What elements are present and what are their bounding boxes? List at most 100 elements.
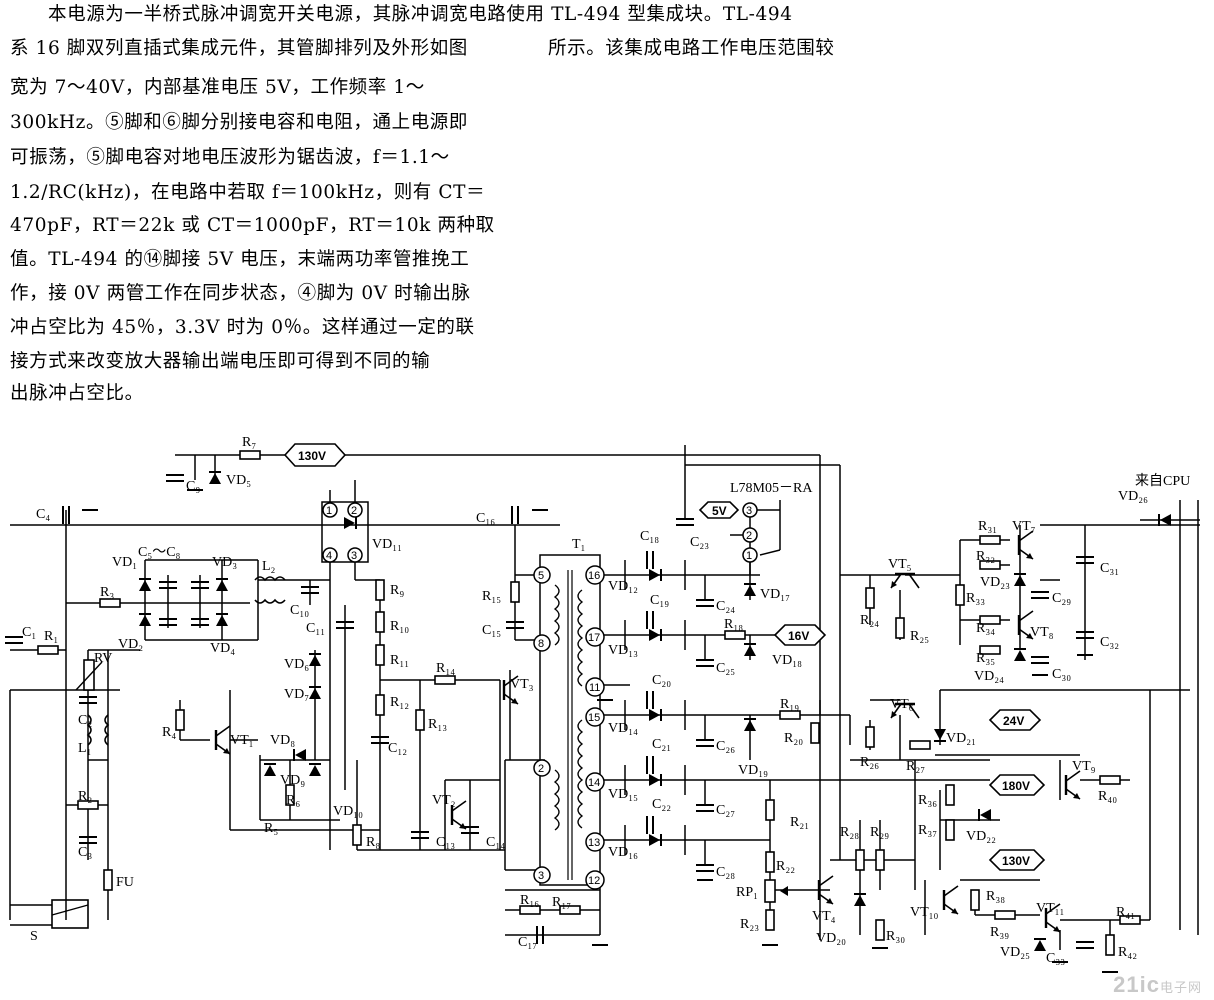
- text-line: 系 16 脚双列直插式集成元件，其管脚排列及外形如图: [10, 38, 468, 59]
- label-VT7: VT₇: [1012, 519, 1036, 534]
- label-R5: R₅: [264, 821, 278, 836]
- tag-180v: 180V: [1002, 779, 1030, 793]
- label-C31: C₃₁: [1100, 561, 1119, 576]
- label-R33: R₃₃: [966, 591, 985, 606]
- label-R29: R₂₉: [870, 825, 889, 840]
- label-R1: R₁: [44, 629, 58, 644]
- label-R14: R₁₄: [436, 661, 455, 676]
- t1-pin-5: 5: [538, 570, 544, 582]
- label-VD24: VD₂₄: [974, 669, 1004, 684]
- label-C22: C₂₂: [652, 797, 671, 812]
- reg-pin-3: 3: [746, 505, 752, 517]
- text-line: 1.2/RC(kHz)，在电路中若取 f＝100kHz，则有 CT＝: [10, 182, 486, 203]
- label-C15: C₁₅: [482, 623, 501, 638]
- ic-pins: 1 2 3 4 3 2 1 5 8 2 3 16 17 11 15 14 13 …: [322, 502, 758, 890]
- reg-pin-2: 2: [746, 530, 752, 542]
- label-R28: R₂₈: [840, 825, 859, 840]
- ic-pin-3: 3: [351, 550, 357, 562]
- label-C5C8: C₅～C₈: [138, 545, 181, 560]
- label-C1: C₁: [22, 625, 36, 640]
- label-R9: R₉: [390, 583, 404, 598]
- label-VD26: VD₂₆: [1118, 489, 1148, 504]
- t1-pin-8: 8: [538, 638, 544, 650]
- label-C9: C₉: [186, 479, 200, 494]
- label-C27: C₂₇: [716, 803, 735, 818]
- label-VD20: VD₂₀: [816, 931, 846, 946]
- t1-pin-12: 12: [588, 875, 600, 887]
- label-VD23: VD₂₃: [980, 575, 1010, 590]
- label-R16: R₁₆: [520, 893, 539, 908]
- label-VD8: VD₈: [270, 733, 295, 748]
- label-C2: C₂: [78, 713, 92, 728]
- ic-pin-2: 2: [351, 505, 357, 517]
- text-line: 470pF，RT＝22k 或 CT＝1000pF，RT＝10k 两种取: [10, 215, 495, 236]
- label-R30: R₃₀: [886, 929, 905, 944]
- label-R17: R₁₇: [552, 895, 571, 910]
- label-R15: R₁₅: [482, 589, 501, 604]
- wires: [9, 445, 1200, 955]
- label-VT10: VT₁₀: [910, 905, 939, 920]
- label-R7: R₇: [242, 435, 256, 450]
- label-R20: R₂₀: [784, 731, 803, 746]
- label-C11: C₁₁: [306, 621, 325, 636]
- label-C19: C₁₉: [650, 593, 669, 608]
- label-R22: R₂₂: [776, 859, 795, 874]
- label-VD25: VD₂₅: [1000, 945, 1030, 960]
- label-VT1: VT₁: [230, 733, 254, 748]
- label-C21: C₂₁: [652, 737, 671, 752]
- watermark-sub: 电子网: [1159, 980, 1202, 995]
- label-C20: C₂₀: [652, 673, 671, 688]
- label-R2: R₂: [78, 789, 92, 804]
- text-line: 本电源为一半桥式脉冲调宽开关电源，其脉冲调宽电路使用 TL-494 型集成块。T…: [48, 4, 793, 25]
- watermark-logo: 21ic电子网: [1113, 972, 1202, 998]
- text-line: 宽为 7～40V，内部基准电压 5V，工作频率 1～: [10, 77, 425, 98]
- label-VT5: VT₅: [888, 557, 912, 572]
- label-VD6: VD₆: [284, 657, 309, 672]
- ic-pin-4: 4: [326, 550, 332, 562]
- label-FU: FU: [116, 875, 134, 890]
- label-C33: C₃₃: [1046, 951, 1065, 966]
- label-VD2: VD₂: [118, 637, 143, 652]
- label-VD3: VD₃: [212, 555, 237, 570]
- label-C23: C₂₃: [690, 535, 709, 550]
- label-R10: R₁₀: [390, 619, 409, 634]
- label-VD11: VD₁₁: [372, 537, 402, 552]
- tag-130v-bottom: 130V: [1002, 854, 1030, 868]
- label-VT4: VT₄: [812, 909, 836, 924]
- text-line: 出脉冲占空比。: [10, 383, 144, 404]
- text-line: 接方式来改变放大器输出端电压即可得到不同的输: [10, 351, 431, 372]
- label-VD7: VD₇: [284, 687, 309, 702]
- voltage-tags: 130V 5V 16V 24V 180V 130V: [283, 443, 1046, 871]
- label-R19: R₁₉: [780, 697, 799, 712]
- label-C32: C₃₂: [1100, 635, 1119, 650]
- label-R18: R₁₈: [724, 617, 743, 632]
- label-R34: R₃₄: [976, 621, 995, 636]
- label-R8: R₈: [366, 835, 380, 850]
- label-R23: R₂₃: [740, 917, 759, 932]
- label-VT6: VT₆: [890, 697, 914, 712]
- label-C14: C₁₄: [486, 835, 505, 850]
- t1-pin-14: 14: [588, 777, 600, 789]
- label-R24: R₂₄: [860, 613, 879, 628]
- t1-pin-13: 13: [588, 837, 600, 849]
- label-C18: C₁₈: [640, 529, 659, 544]
- text-line: 所示。该集成电路工作电压范围较: [548, 38, 835, 59]
- tag-24v: 24V: [1003, 714, 1024, 728]
- label-C24: C₂₄: [716, 599, 735, 614]
- label-R41: R₄₁: [1116, 905, 1135, 920]
- label-R12: R₁₂: [390, 695, 409, 710]
- label-VD12: VD₁₂: [608, 579, 638, 594]
- label-VT9: VT₉: [1072, 759, 1096, 774]
- label-L1: L₁: [78, 741, 91, 756]
- t1-pin-3: 3: [538, 870, 544, 882]
- label-R39: R₃₉: [990, 925, 1009, 940]
- label-VD4: VD₄: [210, 641, 235, 656]
- reg-pin-1: 1: [746, 550, 752, 562]
- label-C28: C₂₈: [716, 865, 735, 880]
- label-C17: C₁₇: [518, 935, 537, 950]
- label-C4: C₄: [36, 507, 50, 522]
- label-VD16: VD₁₆: [608, 845, 638, 860]
- t1-pin-2: 2: [538, 763, 544, 775]
- label-R21: R₂₁: [790, 815, 809, 830]
- label-R13: R₁₃: [428, 717, 447, 732]
